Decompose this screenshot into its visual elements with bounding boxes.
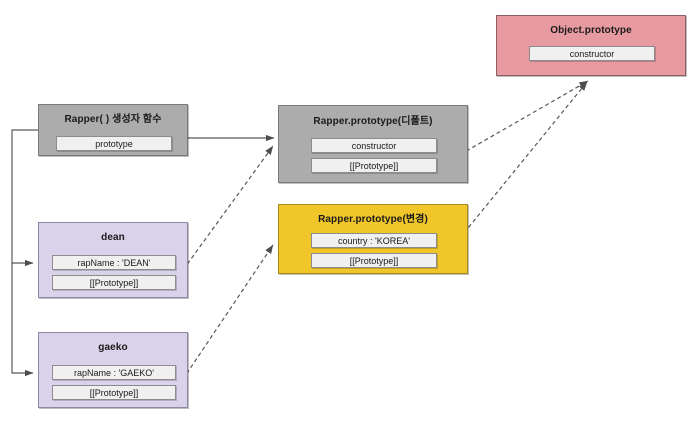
node-title: dean (101, 232, 125, 243)
node-title: gaeko (98, 342, 128, 353)
row-prototype-internal[interactable]: [[Prototype]] (52, 275, 176, 290)
edge-constructor-func-to-gaeko (11, 263, 34, 377)
row-prototype-internal[interactable]: [[Prototype]] (311, 253, 437, 268)
row-prototype[interactable]: prototype (56, 136, 172, 151)
row-country[interactable]: country : 'KOREA' (311, 233, 437, 248)
row-prototype-internal[interactable]: [[Prototype]] (311, 158, 437, 173)
row-constructor[interactable]: constructor (529, 46, 655, 61)
node-dean-instance[interactable]: dean rapName : 'DEAN' [[Prototype]] (38, 222, 188, 298)
node-object-prototype[interactable]: Object.prototype constructor (496, 15, 686, 76)
node-title: Rapper.prototype(디폴트) (313, 116, 433, 127)
row-prototype-internal[interactable]: [[Prototype]] (52, 385, 176, 400)
node-rapper-prototype-default[interactable]: Rapper.prototype(디폴트) constructor [[Prot… (278, 105, 468, 183)
node-gaeko-instance[interactable]: gaeko rapName : 'GAEKO' [[Prototype]] (38, 332, 188, 408)
edge-constructor-func-to-dean (11, 129, 38, 267)
node-rapper-constructor-function[interactable]: Rapper( ) 생성자 함수 prototype (38, 104, 188, 156)
node-title: Rapper.prototype(변경) (318, 214, 428, 225)
edge-dean-prototype-to-rapper-prototype-default (174, 145, 274, 282)
row-rapname[interactable]: rapName : 'DEAN' (52, 255, 176, 270)
node-rapper-prototype-changed[interactable]: Rapper.prototype(변경) country : 'KOREA' [… (278, 204, 468, 274)
row-rapname[interactable]: rapName : 'GAEKO' (52, 365, 176, 380)
node-title: Object.prototype (550, 25, 632, 36)
edge-gaeko-prototype-to-rapper-prototype-changed (174, 244, 274, 392)
row-constructor[interactable]: constructor (311, 138, 437, 153)
node-title: Rapper( ) 생성자 함수 (64, 114, 162, 125)
